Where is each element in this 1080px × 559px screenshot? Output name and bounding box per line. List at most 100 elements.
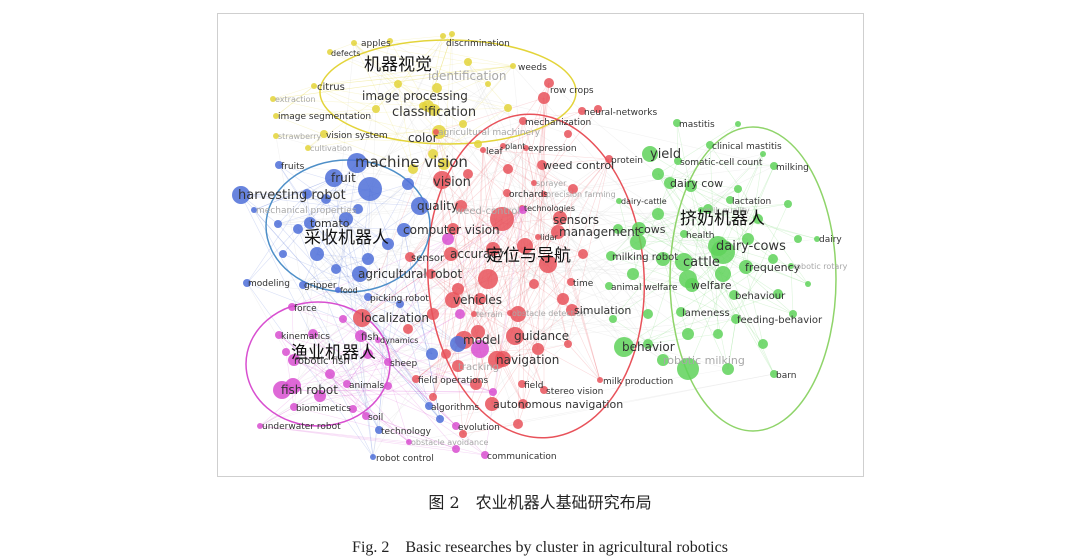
keyword-label: sensor xyxy=(411,253,445,264)
edge xyxy=(278,334,410,443)
edge xyxy=(657,203,789,215)
edge xyxy=(547,263,601,381)
nodes-layer xyxy=(232,31,820,460)
node-sensors xyxy=(553,211,567,225)
edge xyxy=(361,145,504,319)
edge xyxy=(657,213,764,345)
edge xyxy=(291,306,494,393)
edge xyxy=(676,122,729,370)
node-yellow xyxy=(459,120,467,128)
node-green xyxy=(805,281,811,287)
edge xyxy=(259,425,457,450)
node-agricultural-machinery xyxy=(433,129,439,135)
edge xyxy=(632,273,737,320)
edge xyxy=(657,173,774,260)
node-green xyxy=(760,151,766,157)
node-row-crops xyxy=(544,78,554,88)
node-red xyxy=(529,279,539,289)
edge xyxy=(623,293,779,348)
edge xyxy=(506,192,724,253)
edge xyxy=(353,42,489,85)
node-green xyxy=(679,270,697,288)
keyword-label: precision farming xyxy=(546,190,616,199)
node-magenta xyxy=(325,369,335,379)
keyword-label: fruit xyxy=(331,171,356,185)
edge xyxy=(514,253,584,337)
edge xyxy=(369,188,433,355)
edge xyxy=(502,158,610,360)
node-yellow xyxy=(372,105,380,113)
node-algorithms xyxy=(425,402,433,410)
edge xyxy=(375,35,444,110)
keyword-label: strawberry xyxy=(278,132,321,141)
keyword-label: robotic rotary xyxy=(793,262,848,271)
node-red xyxy=(470,378,482,390)
edge xyxy=(475,309,573,385)
edge xyxy=(745,153,764,268)
node-green xyxy=(652,168,664,180)
keyword-label: time xyxy=(573,279,594,289)
keyword-label: obstacle detection xyxy=(512,309,586,318)
keyword-label: soil xyxy=(368,413,383,423)
keyword-label: robotic milking xyxy=(663,354,745,367)
edge xyxy=(353,42,399,85)
node-frequency xyxy=(739,260,753,274)
edge xyxy=(733,294,794,315)
node-green xyxy=(643,309,653,319)
edge xyxy=(517,158,610,425)
node-animal-welfare xyxy=(605,282,613,290)
edge xyxy=(445,348,539,355)
edge xyxy=(312,333,486,456)
edge xyxy=(463,158,610,341)
keyword-label: fish robot xyxy=(281,383,338,397)
edge xyxy=(306,193,461,315)
node-milking-robot xyxy=(606,251,616,261)
edge xyxy=(717,153,764,247)
node-behaviour xyxy=(729,290,739,300)
keyword-label: dairy-cows xyxy=(716,239,786,254)
edge xyxy=(491,298,564,405)
node-tracking xyxy=(452,360,464,372)
edge xyxy=(259,406,295,427)
node-blue xyxy=(302,189,312,199)
edge xyxy=(445,158,610,355)
edge xyxy=(246,282,511,314)
node-magenta xyxy=(363,349,373,359)
keyword-label: cultivation xyxy=(310,144,352,153)
keyword-label: harvesting robot xyxy=(238,188,346,203)
edge xyxy=(521,120,524,209)
node-health xyxy=(680,230,688,238)
node-blue xyxy=(450,336,466,352)
edge xyxy=(345,218,433,355)
keyword-label: milking xyxy=(776,163,809,173)
keyword-label: mechanization xyxy=(525,118,591,128)
edge xyxy=(389,35,444,42)
edge xyxy=(360,335,457,427)
edge xyxy=(432,299,454,398)
keyword-label: defects xyxy=(331,49,360,58)
keyword-label: fish xyxy=(361,332,379,343)
keyword-label: image processing xyxy=(362,89,468,103)
keyword-label: clinical mastitis xyxy=(712,142,782,152)
edge xyxy=(281,389,494,393)
edge xyxy=(277,183,409,225)
edge xyxy=(240,193,308,196)
edge xyxy=(353,42,435,111)
keyword-label: picking robot xyxy=(370,294,429,304)
keyword-label: underwater robot xyxy=(262,422,341,432)
edge xyxy=(790,265,794,315)
keyword-label: behaviour xyxy=(735,291,786,302)
keyword-label: biomimetics xyxy=(296,404,351,414)
node-sprayer xyxy=(531,180,537,186)
node-green xyxy=(742,233,754,245)
keyword-label: cows xyxy=(638,223,666,236)
node-yellow xyxy=(428,149,438,159)
node-yield xyxy=(642,146,658,162)
keyword-label: extraction xyxy=(275,95,316,104)
keyword-label: stereo vision xyxy=(546,387,603,397)
keyword-label: model xyxy=(463,333,500,347)
keyword-label: citrus xyxy=(317,82,345,93)
edge xyxy=(333,120,524,179)
keyword-label: vision xyxy=(433,175,471,190)
